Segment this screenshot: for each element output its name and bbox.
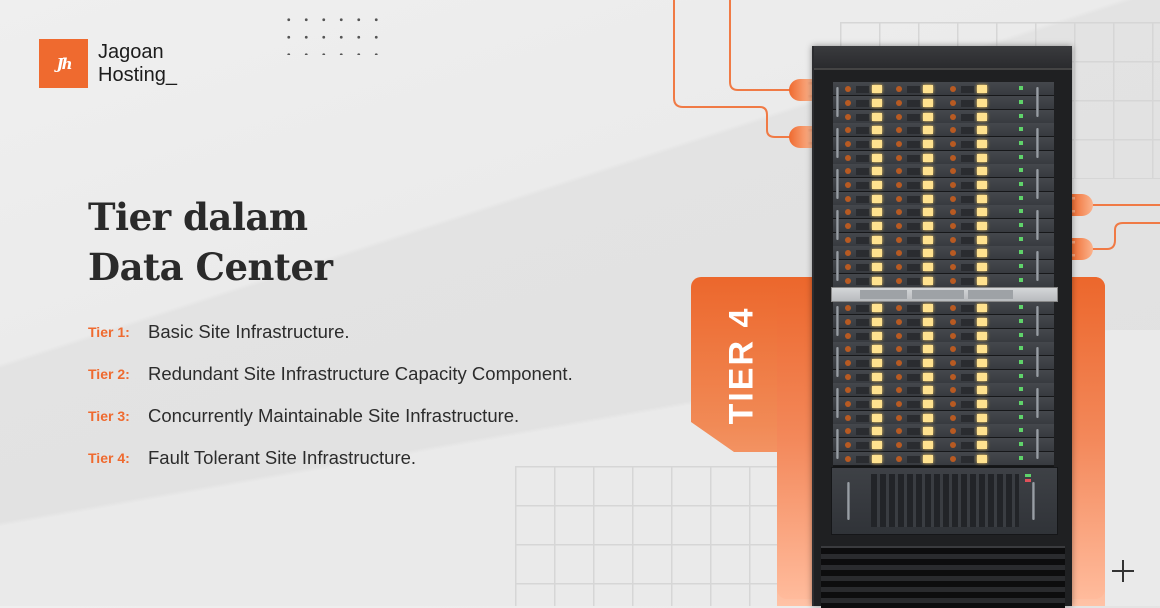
tier-item: Tier 3: Concurrently Maintainable Site I… xyxy=(88,395,573,437)
tier-description: Basic Site Infrastructure. xyxy=(148,321,350,342)
rack-server-unit xyxy=(833,82,1054,125)
rack-server-unit xyxy=(833,205,1054,248)
brand-name-line1: Jagoan xyxy=(98,40,164,63)
rack-switch-panel xyxy=(831,287,1058,302)
rack-storage-unit xyxy=(831,467,1058,535)
server-rack-icon xyxy=(812,46,1072,608)
rack-server-unit xyxy=(833,342,1054,385)
tier-label: Tier 3: xyxy=(88,408,130,424)
tier-description: Redundant Site Infrastructure Capacity C… xyxy=(148,363,573,384)
rack-server-unit xyxy=(833,246,1054,289)
brand-name: Jagoan Hosting_ xyxy=(98,41,177,87)
tier-list: Tier 1: Basic Site Infrastructure. Tier … xyxy=(88,311,573,479)
tier-label: Tier 1: xyxy=(88,324,130,340)
tier-description: Fault Tolerant Site Infrastructure. xyxy=(148,447,417,468)
rack-server-unit xyxy=(833,123,1054,166)
brand-logo[interactable]: Jh Jagoan Hosting_ xyxy=(39,39,177,88)
rack-server-unit xyxy=(833,424,1054,467)
tier-label: Tier 2: xyxy=(88,366,130,382)
tier-item: Tier 2: Redundant Site Infrastructure Ca… xyxy=(88,353,573,395)
rack-top xyxy=(814,46,1072,70)
plus-icon xyxy=(1112,560,1134,582)
power-plug-icon xyxy=(789,79,1093,260)
grid-decoration-bottom xyxy=(515,466,795,606)
page-title: Tier dalam Data Center xyxy=(88,192,333,292)
tier-description: Concurrently Maintainable Site Infrastru… xyxy=(148,405,520,426)
dot-grid-decoration xyxy=(280,11,392,55)
rack-server-unit xyxy=(833,383,1054,426)
rack-server-unit xyxy=(833,301,1054,344)
title-line1: Tier dalam xyxy=(88,195,308,239)
tier-item: Tier 1: Basic Site Infrastructure. xyxy=(88,311,573,353)
rack-server-unit xyxy=(833,164,1054,207)
vent-grille xyxy=(871,474,1019,527)
rack-base-grille xyxy=(821,546,1065,608)
title-line2: Data Center xyxy=(88,245,333,289)
brand-name-line2: Hosting_ xyxy=(98,63,177,86)
logo-mark-icon: Jh xyxy=(39,39,88,88)
tier-item: Tier 4: Fault Tolerant Site Infrastructu… xyxy=(88,437,573,479)
tier-label: Tier 4: xyxy=(88,450,130,466)
